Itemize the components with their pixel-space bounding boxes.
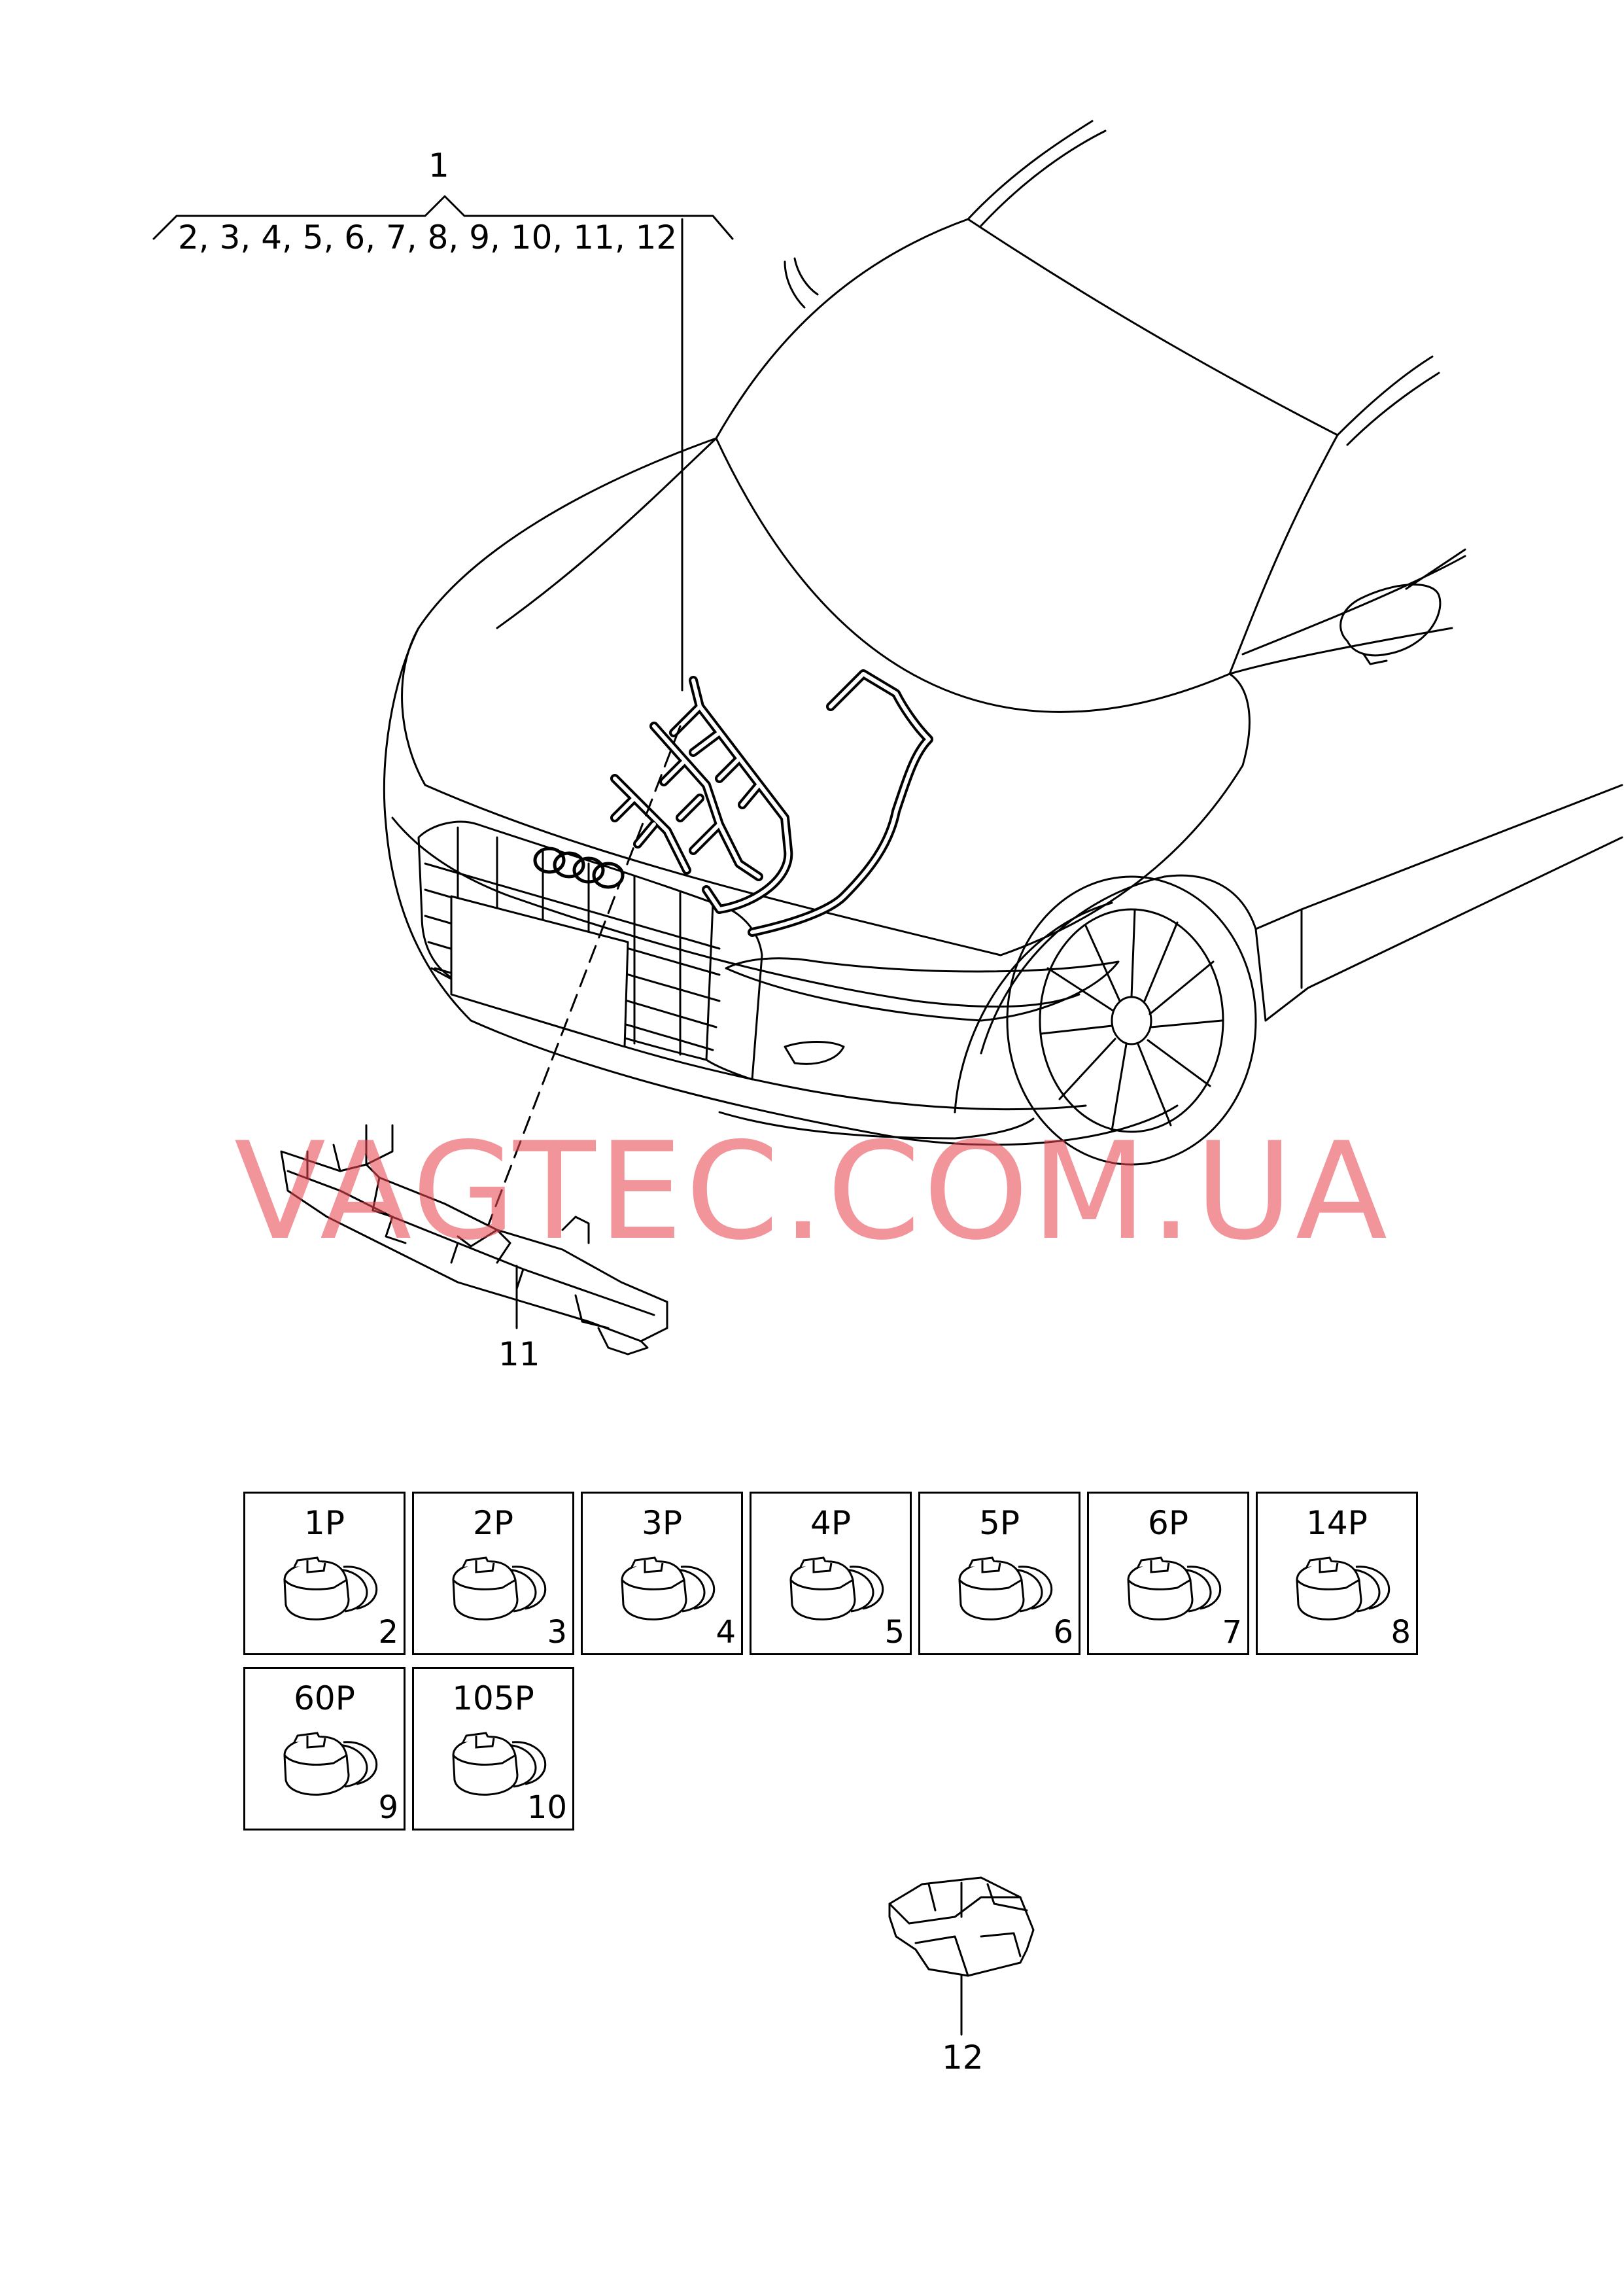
callout-12-number: 12 [942, 2039, 984, 2076]
connector-icon [1127, 1556, 1222, 1621]
connector-box: 4P 5 [750, 1492, 912, 1655]
connector-callout-number: 8 [1391, 1614, 1411, 1651]
clip-bar [280, 1124, 668, 1356]
connector-callout-number: 6 [1053, 1614, 1073, 1651]
logo-rings [533, 847, 625, 889]
connector-callout-number: 7 [1222, 1614, 1242, 1651]
connector-pin-count: 3P [642, 1504, 682, 1542]
connector-callout-number: 5 [884, 1614, 905, 1651]
connector-icon [452, 1556, 547, 1621]
connector-pin-count: 60P [294, 1679, 355, 1717]
connector-icon [621, 1556, 716, 1621]
connector-box: 60P 9 [243, 1667, 406, 1831]
connector-pin-count: 1P [304, 1504, 345, 1542]
connector-box: 14P 8 [1256, 1492, 1418, 1655]
connector-callout-number: 9 [378, 1789, 398, 1826]
connector-icon [283, 1732, 378, 1796]
connector-callout-number: 4 [716, 1614, 736, 1651]
connector-icon [1296, 1556, 1391, 1621]
connector-icon [452, 1732, 547, 1796]
windshield [715, 218, 1339, 675]
front-bumper [383, 627, 1179, 1146]
connector-pin-count: 5P [979, 1504, 1020, 1542]
connector-callout-number: 3 [547, 1614, 567, 1651]
connector-icon [958, 1556, 1053, 1621]
leader-line-dashed [483, 725, 682, 1238]
callout-brace [152, 195, 734, 240]
connector-pin-count: 6P [1148, 1504, 1188, 1542]
callout-11-number: 11 [498, 1335, 540, 1373]
connector-box: 6P 7 [1087, 1492, 1249, 1655]
connector-box: 2P 3 [412, 1492, 574, 1655]
connector-icon [789, 1556, 884, 1621]
connector-pin-count: 4P [810, 1504, 851, 1542]
clip [888, 1876, 1035, 1977]
connector-box: 105P 10 [412, 1667, 574, 1831]
fog-light [784, 1041, 845, 1065]
callout-1-number: 1 [428, 147, 449, 184]
connector-callout-number: 10 [527, 1789, 567, 1826]
connector-box: 3P 4 [581, 1492, 743, 1655]
connector-pin-count: 14P [1306, 1504, 1368, 1542]
side-mirror [1339, 584, 1442, 657]
connector-callout-number: 2 [378, 1614, 398, 1651]
connector-icon [283, 1556, 378, 1621]
wheel [1006, 875, 1257, 1166]
license-plate [450, 895, 629, 1048]
callout-1-parts-list: 2, 3, 4, 5, 6, 7, 8, 9, 10, 11, 12 [178, 219, 678, 256]
connector-box: 1P 2 [243, 1492, 406, 1655]
connector-box: 5P 6 [918, 1492, 1080, 1655]
connector-pin-count: 105P [452, 1679, 534, 1717]
headlight [725, 957, 1120, 1022]
connector-pin-count: 2P [473, 1504, 513, 1542]
